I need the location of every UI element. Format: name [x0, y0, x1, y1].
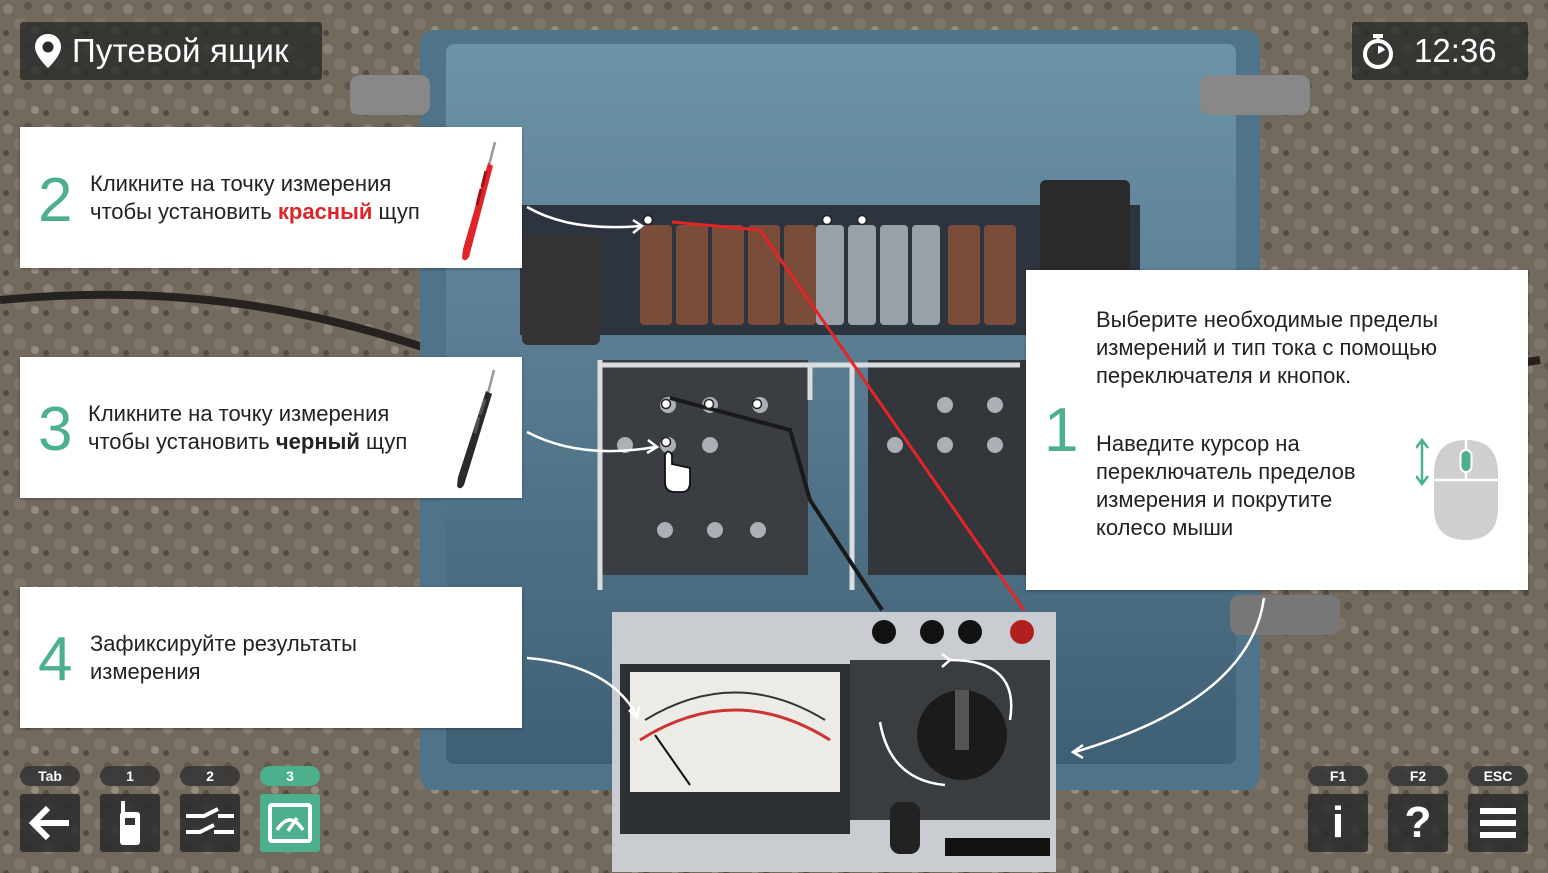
red-probe-icon	[462, 141, 497, 261]
radio-button[interactable]	[100, 794, 160, 852]
step-text-pre: чтобы установить	[88, 429, 276, 454]
step-text-a: Выберите необходимые пределы измерений и…	[1096, 306, 1438, 390]
step-text-b-line4: колесо мыши	[1096, 515, 1234, 540]
instruction-card-record: 4 Зафиксируйте результаты измерения	[20, 587, 522, 728]
red-keyword: красный	[277, 199, 373, 224]
black-keyword: черный	[275, 429, 360, 454]
step-text-b: Наведите курсор на переключатель предело…	[1096, 430, 1356, 542]
step-text-a-line2: измерений и тип тока с помощью	[1096, 335, 1438, 360]
step-number: 2	[38, 166, 73, 235]
step-text-post: щуп	[359, 429, 408, 454]
timer-bar: 12:36	[1352, 22, 1528, 80]
mouse-scroll-icon	[1416, 437, 1498, 540]
step-text-line2: измерения	[90, 659, 201, 684]
step-text-line2: чтобы установить черный щуп	[88, 428, 407, 456]
back-arrow-icon	[28, 805, 69, 841]
location-pin-icon	[35, 34, 61, 68]
instruction-card-black-probe: 3 Кликните на точку измерения чтобы уста…	[20, 357, 522, 498]
black-probe-icon	[457, 369, 496, 489]
location-bar: Путевой ящик	[20, 22, 322, 80]
step-text-line2: чтобы установить красный щуп	[90, 198, 420, 226]
step-text-line1: Кликните на точку измерения	[90, 171, 392, 196]
step-text-b-line2: переключатель пределов	[1096, 459, 1356, 484]
instruction-card-select-range: 1 Выберите необходимые пределы измерений…	[1026, 270, 1528, 590]
help-icon: ?	[1404, 798, 1432, 847]
step-text-b-line3: измерения и покрутите	[1096, 487, 1333, 512]
radio-icon	[120, 801, 140, 845]
step-text: Кликните на точку измерения чтобы устано…	[88, 400, 407, 456]
circuit-button[interactable]	[180, 794, 240, 852]
instruction-card-red-probe: 2 Кликните на точку измерения чтобы уста…	[20, 127, 522, 268]
multimeter-icon	[268, 803, 312, 843]
step-text-line1: Кликните на точку измерения	[88, 401, 390, 426]
menu-icon	[1480, 808, 1516, 838]
info-icon: i	[1331, 798, 1345, 847]
step-number: 4	[38, 625, 73, 694]
step-text-b-line1: Наведите курсор на	[1096, 431, 1300, 456]
step-text-line1: Зафиксируйте результаты	[90, 631, 357, 656]
location-title: Путевой ящик	[72, 32, 289, 69]
info-button[interactable]: i	[1308, 794, 1368, 852]
hotkey-f1: F1	[1308, 766, 1368, 786]
step-text-a-line1: Выберите необходимые пределы	[1096, 307, 1439, 332]
step-text-pre: чтобы установить	[90, 199, 278, 224]
hotkey-f2: F2	[1388, 766, 1448, 786]
step-number: 1	[1044, 396, 1079, 465]
hotkey-1: 1	[100, 766, 160, 786]
step-text: Зафиксируйте результаты измерения	[90, 630, 357, 686]
hotkey-esc: ESC	[1468, 766, 1528, 786]
step-number: 3	[38, 395, 73, 464]
help-button[interactable]: ?	[1388, 794, 1448, 852]
hotkey-tab: Tab	[20, 766, 80, 786]
back-button[interactable]	[20, 794, 80, 852]
timer-value: 12:36	[1414, 32, 1497, 69]
menu-button[interactable]	[1468, 794, 1528, 852]
step-text-a-line3: переключателя и кнопок.	[1096, 363, 1352, 388]
circuit-switch-icon	[186, 807, 234, 834]
multimeter-button[interactable]	[260, 794, 320, 852]
hotkey-3: 3	[260, 766, 320, 786]
step-text-post: щуп	[372, 199, 420, 224]
step-text: Кликните на точку измерения чтобы устано…	[90, 170, 420, 226]
stopwatch-icon	[1363, 34, 1393, 69]
hotkey-2: 2	[180, 766, 240, 786]
